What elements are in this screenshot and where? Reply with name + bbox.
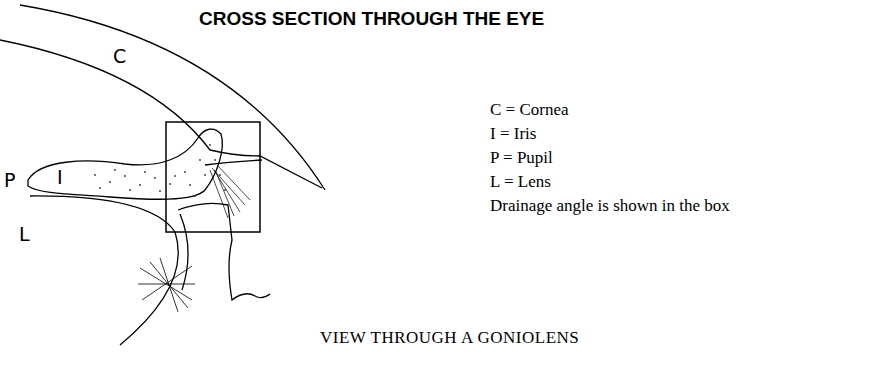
part-letter: L [18, 224, 31, 244]
sclera-line [210, 150, 322, 188]
zonule-fibres [138, 258, 195, 312]
lens-outline [30, 196, 178, 345]
key-text: I = Iris [490, 123, 536, 144]
diagram-title: CROSS SECTION THROUGH THE EYE [199, 8, 544, 30]
drainage-angle-box [166, 122, 260, 232]
part-letter: P [3, 170, 16, 190]
key-text: C = Cornea [490, 99, 569, 120]
trabecular-lines [210, 166, 250, 218]
diagram-caption: VIEW THROUGH A GONIOLENS [320, 328, 579, 348]
part-letter: I [56, 167, 64, 187]
iris-stipple [94, 144, 226, 197]
key-text: L = Lens [490, 171, 551, 192]
ciliary-body [178, 203, 270, 300]
angle-line [205, 160, 262, 165]
key-text: Drainage angle is shown in the box [490, 195, 730, 216]
ciliary-inner [180, 214, 188, 290]
iris-outline [28, 129, 222, 199]
part-letter: C [112, 46, 127, 66]
key-text: P = Pupil [490, 147, 553, 168]
cornea-inner [0, 40, 210, 150]
